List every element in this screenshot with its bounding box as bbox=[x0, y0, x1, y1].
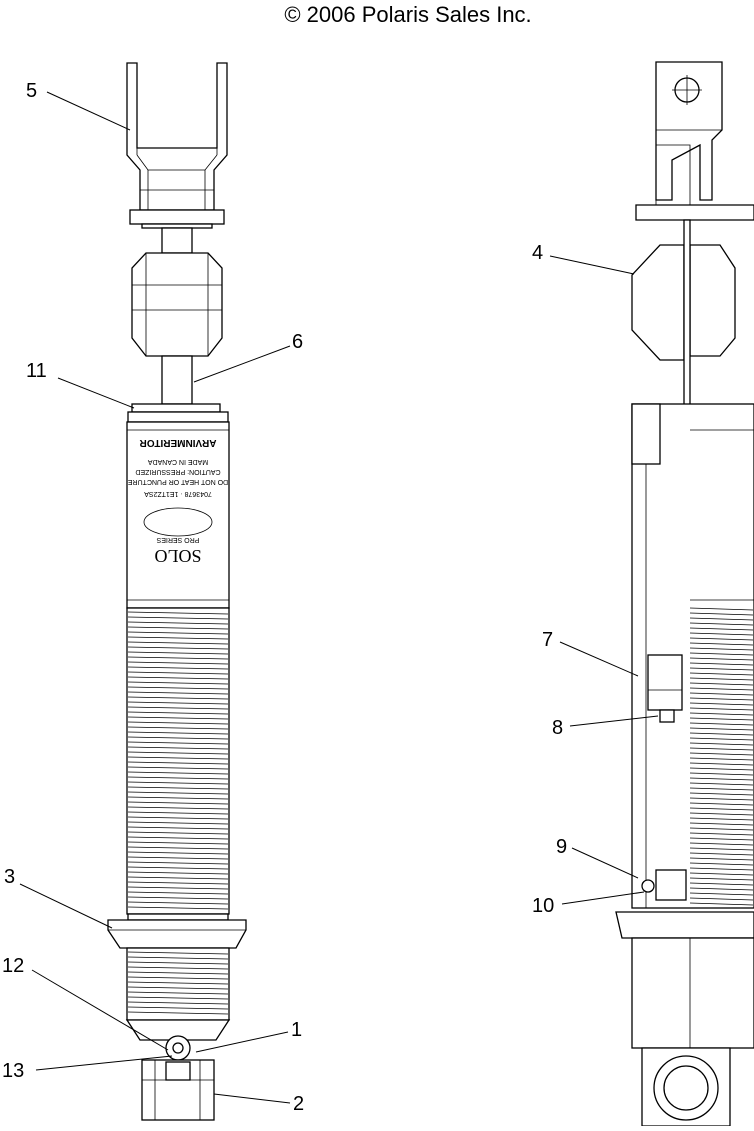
callout-labels: 5 6 11 3 12 13 1 2 4 7 8 9 10 bbox=[2, 80, 567, 1115]
callout-6: 6 bbox=[292, 331, 303, 353]
callout-10: 10 bbox=[532, 895, 554, 917]
callout-2: 2 bbox=[293, 1093, 304, 1115]
cutaway-threads bbox=[689, 607, 754, 906]
callout-12: 12 bbox=[2, 955, 24, 977]
callout-11: 11 bbox=[26, 360, 47, 382]
cutaway-eye-mount bbox=[641, 1047, 731, 1127]
decal-brand: ARVINMERITOR bbox=[139, 437, 217, 448]
decal-logo: SOLO bbox=[154, 546, 201, 566]
right-shock-cutaway bbox=[615, 61, 754, 1127]
body-threads bbox=[127, 611, 229, 910]
callout-3: 3 bbox=[4, 866, 15, 888]
callout-1: 1 bbox=[291, 1019, 302, 1041]
shaft-lower bbox=[161, 355, 193, 405]
left-shock-assembly: SOLO PRO SERIES 7043678 · 1E1TZ2SA DO NO… bbox=[107, 62, 247, 1121]
callout-9: 9 bbox=[556, 836, 567, 858]
decal-caution: CAUTION: PRESSURIZED bbox=[135, 468, 220, 475]
callout-13: 13 bbox=[2, 1060, 24, 1082]
clevis-fork bbox=[126, 62, 228, 229]
piston-assembly bbox=[647, 654, 683, 723]
lower-eye-mount bbox=[141, 1059, 215, 1121]
callout-leaders bbox=[19, 91, 659, 1104]
body-decal: SOLO PRO SERIES 7043678 · 1E1TZ2SA DO NO… bbox=[127, 437, 228, 566]
floating-piston bbox=[641, 869, 687, 901]
cutaway-clevis bbox=[635, 61, 754, 221]
callout-4: 4 bbox=[532, 242, 543, 264]
decal-made-in: MADE IN CANADA bbox=[148, 458, 209, 465]
cutaway-bump-stop bbox=[631, 244, 685, 361]
callout-8: 8 bbox=[552, 717, 563, 739]
decal-warning: DO NOT HEAT OR PUNCTURE bbox=[127, 478, 228, 485]
cutaway-collar bbox=[615, 911, 754, 939]
bump-stop bbox=[131, 252, 223, 357]
copyright-text: © 2006 Polaris Sales Inc. bbox=[284, 2, 531, 27]
decal-series: PRO SERIES bbox=[156, 536, 199, 543]
shaft-upper bbox=[161, 227, 193, 254]
callout-5: 5 bbox=[26, 80, 37, 102]
shock-body bbox=[126, 421, 230, 609]
decal-part-no: 7043678 · 1E1TZ2SA bbox=[144, 490, 212, 497]
spring-collar bbox=[107, 913, 247, 949]
seal-cap bbox=[131, 403, 221, 413]
callout-7: 7 bbox=[542, 629, 553, 651]
